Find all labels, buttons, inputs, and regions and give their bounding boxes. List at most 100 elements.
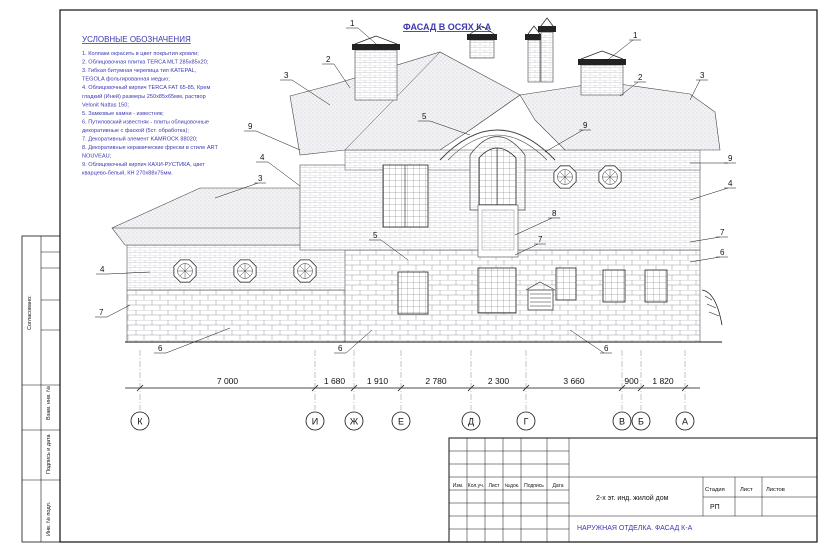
legend: УСЛОВНЫЕ ОБОЗНАЧЕНИЯ 1. Колпаки окрасить… [82,35,218,177]
legend-line: кварцево-белый, КН 270х88х75мм. [82,170,173,177]
inv-orig-label: Инв. № подл. [46,501,52,536]
sheets-label: Листов [766,487,785,493]
octagon-window [553,165,577,189]
legend-line: Velonit Nattas 150; [82,102,129,108]
axis-marker: К [130,411,150,431]
callout-number: 5 [373,231,378,240]
axis-label: Д [468,417,474,427]
callout-number: 9 [248,122,253,131]
callout-number: 4 [260,153,265,162]
dimension-value: 2 780 [425,376,447,386]
sign-date-label: Подпись и дата [46,434,52,474]
dimension-chain: 7 000 1 680 1 910 2 780 2 300 3 660 900 1 820 [125,376,700,392]
callout-number: 3 [258,174,263,183]
title-block-header: Подпись [524,483,544,489]
callout-number: 7 [720,228,725,237]
dimension-value: 1 680 [324,376,346,386]
drawing-title: ФАСАД В ОСЯХ К-А [403,22,492,32]
callout-number: 1 [633,31,638,40]
axis-label: Г [524,417,529,427]
dimension-value: 2 300 [488,376,510,386]
dimension-value: 7 000 [217,376,239,386]
callout-number: 3 [284,71,289,80]
chimney [525,25,543,83]
chimney [578,50,626,96]
legend-line: декоративные с фаской (5ст. обработка); [82,127,189,134]
legend-line: 8. Декоративные керамические фрески в ст… [82,145,218,151]
callout-number: 7 [99,308,104,317]
stage-value: РП [710,504,720,511]
axis-marker: Б [631,411,651,431]
building-facade [111,17,723,343]
chimney [538,17,556,83]
title-block: Изм. Кол.уч. Лист №док. Подпись Дата 2-х эт. … [448,437,818,543]
legend-line: 2. Облицовочная плитка TERCA MLT 285x85x… [82,60,209,66]
axis-label: И [312,417,318,427]
axis-marker: Д [461,411,481,431]
octagon-window [293,259,317,283]
axis-label: В [619,417,625,427]
callout-number: 2 [638,73,643,82]
title-block-header: Лист [489,483,501,489]
dimension-value: 1 910 [367,376,389,386]
axis-marker: В [612,411,632,431]
axis-marker: А [675,411,695,431]
callout-number: 6 [338,344,343,353]
axis-label: Б [638,417,644,427]
chimney [467,25,497,59]
callout-number: 7 [538,235,543,244]
axis-marker: Г [516,411,536,431]
callout-number: 2 [326,55,331,64]
callout-number: 5 [422,112,427,121]
axis-label: А [682,417,688,427]
title-block-header: Дата [552,483,563,489]
axis-marker: Ж [344,411,364,431]
callouts: 1 1 2 2 3 3 3 4 4 4 5 5 6 6 6 6 7 7 7 8 9 9 9 [95,19,736,354]
axis-marker: Е [391,411,411,431]
sheet-title: НАРУЖНАЯ ОТДЕЛКА. ФАСАД К-А [577,525,693,532]
legend-line: 5. Замковые камни - известняк; [82,111,164,117]
project-name: 2-х эт. инд. жилой дом [596,494,669,502]
stage-label: Стадия [705,487,725,493]
dimension-value: 1 820 [652,376,674,386]
chimney [352,35,400,101]
title-block-header: №док. [505,483,520,489]
legend-line: TEGOLA фольгированная медью; [82,77,170,83]
callout-number: 4 [100,265,105,274]
callout-number: 1 [350,19,355,28]
legend-line: 6. Путиловский известняк - плиты облицов… [82,118,209,125]
agreed-label: Согласовано: [27,295,33,330]
legend-heading: УСЛОВНЫЕ ОБОЗНАЧЕНИЯ [82,35,191,44]
octagon-window [598,165,622,189]
axis-marker: И [305,411,325,431]
legend-line: 3. Гибкая битумная черепица тип KATEPAL, [82,68,197,74]
legend-line: 9. Облицовочный кирпич КАХИ-РУСТИКА, цве… [82,161,205,168]
callout-number: 8 [552,209,557,218]
side-stamp: Согласовано: Взам. инв. № Подпись и дата… [21,235,61,543]
dimension-value: 3 660 [563,376,585,386]
callout-number: 4 [728,179,733,188]
legend-line: 1. Колпаки окрасить в цвет покрытия кров… [82,51,199,57]
inv-replace-label: Взам. инв. № [46,386,52,420]
dimension-value: 900 [624,376,638,386]
callout-number: 9 [728,154,733,163]
axis-label: Е [398,417,404,427]
axis-label: К [137,417,143,427]
callout-number: 9 [583,121,588,130]
callout-number: 6 [604,344,609,353]
callout-number: 6 [158,344,163,353]
callout-number: 3 [700,71,705,80]
axis-label: Ж [350,417,359,427]
callout-number: 6 [720,248,725,257]
legend-line: 4. Облицовочный кирпич TERCA FAT 65-85, … [82,84,210,91]
title-block-header: Кол.уч. [468,483,484,489]
legend-line: NOUVEAU; [82,154,112,160]
octagon-window [233,259,257,283]
title-block-header: Изм. [453,483,464,489]
legend-line: 7. Декоративный элемент KAMROCK 88020; [82,136,198,143]
legend-line: гладкий (Иней) размеры 250х85х65мм, раст… [82,93,206,100]
sheet-label: Лист [740,487,753,493]
octagon-window [173,259,197,283]
